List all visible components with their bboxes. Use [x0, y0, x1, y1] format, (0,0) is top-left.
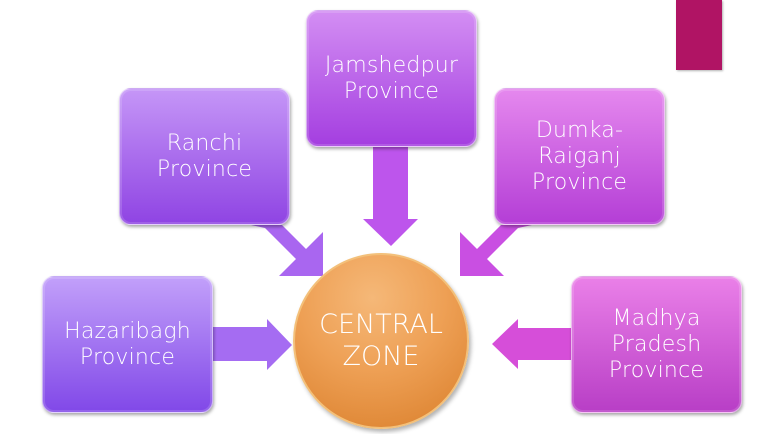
arrow-hazaribagh-to-center: [213, 319, 292, 370]
node-label: Hazaribagh Province: [64, 318, 191, 370]
node-label: Madhya Pradesh Province: [608, 305, 705, 383]
arrow-madhya-to-center: [492, 319, 571, 369]
node-label: Ranchi Province: [156, 130, 253, 182]
central-zone-hub: CENTRAL ZONE: [293, 253, 469, 429]
node-dumka-raiganj-province: Dumka- Raiganj Province: [494, 88, 665, 225]
node-label: Jamshedpur Province: [324, 52, 459, 104]
node-madhya-pradesh-province: Madhya Pradesh Province: [571, 276, 742, 413]
arrow-jamshedpur-to-center: [363, 147, 418, 246]
node-hazaribagh-province: Hazaribagh Province: [42, 276, 213, 413]
node-label: Dumka- Raiganj Province: [531, 117, 628, 195]
arrow-dumka-to-center: [460, 225, 532, 276]
central-zone-label: CENTRAL ZONE: [319, 309, 443, 372]
arrow-ranchi-to-center: [251, 225, 323, 276]
node-jamshedpur-province: Jamshedpur Province: [306, 10, 477, 147]
node-ranchi-province: Ranchi Province: [119, 88, 290, 225]
accent-bar: [676, 0, 722, 70]
